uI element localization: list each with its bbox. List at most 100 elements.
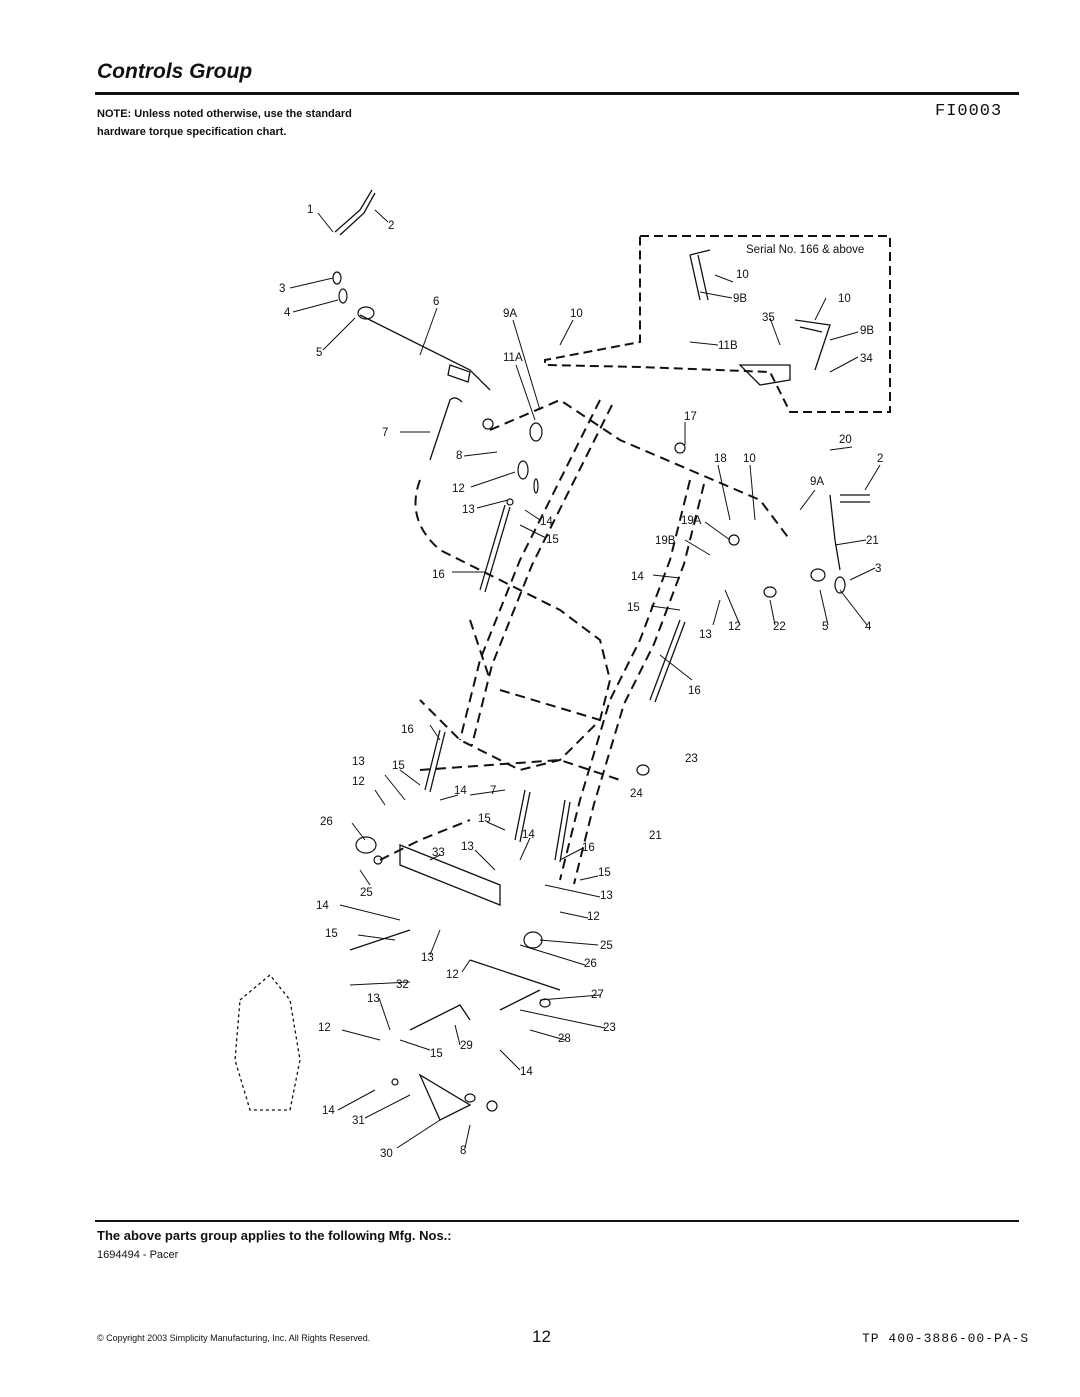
spring-27 <box>499 989 541 1011</box>
callout: 19A <box>681 515 702 527</box>
callout: 13 <box>461 841 474 853</box>
handle-frame-inner <box>489 398 791 541</box>
callout: 4 <box>865 621 872 633</box>
callout: 35 <box>762 312 775 324</box>
callout: 9B <box>860 325 874 337</box>
callout: 18 <box>714 453 727 465</box>
callout: 12 <box>318 1022 331 1034</box>
callout: 23 <box>603 1022 616 1034</box>
callout: 10 <box>570 308 583 320</box>
callout: 9A <box>503 308 517 320</box>
torque-note: NOTE: Unless noted otherwise, use the st… <box>97 108 352 138</box>
callout: 12 <box>446 969 459 981</box>
callout: 12 <box>587 911 600 923</box>
callout: 19B <box>655 535 676 547</box>
rod-7 <box>429 397 463 461</box>
callout: 14 <box>631 571 644 583</box>
shift-rod-plate <box>447 364 471 383</box>
callout: 26 <box>320 816 333 828</box>
applies-heading: The above parts group applies to the fol… <box>97 1228 452 1243</box>
callout: 15 <box>325 928 338 940</box>
callout: 33 <box>432 847 445 859</box>
lower-frame <box>379 758 621 861</box>
callout: 32 <box>396 979 409 991</box>
handle-frame <box>414 479 612 772</box>
page-title: Controls Group <box>97 60 253 83</box>
callout: 5 <box>822 621 828 633</box>
callout: 15 <box>478 813 491 825</box>
figure-id: FI0003 <box>935 102 1003 121</box>
bracket-33 <box>399 844 501 906</box>
page-number: 12 <box>532 1327 551 1346</box>
callout: 34 <box>860 353 873 365</box>
callout: 10 <box>736 269 749 281</box>
title-rule <box>95 92 1019 95</box>
callout: 9A <box>810 476 824 488</box>
callout: 10 <box>743 453 756 465</box>
handle-tube-right <box>559 479 691 881</box>
callout: 2 <box>388 220 394 232</box>
callout: 11B <box>718 340 738 352</box>
engine-outline <box>234 974 301 1111</box>
handle-29 <box>409 1004 471 1031</box>
callout: 15 <box>627 602 640 614</box>
rod-lower-link <box>469 959 561 991</box>
callout: 25 <box>360 887 373 899</box>
inset-outline <box>544 235 891 413</box>
callout-labels: 1 2 3 4 6 9A 10 5 11A 7 8 12 13 14 15 16… <box>279 204 883 1160</box>
callout: 6 <box>433 296 439 308</box>
callout: 5 <box>316 347 322 359</box>
callout: 7 <box>490 785 496 797</box>
callout: 13 <box>462 504 475 516</box>
callout: 16 <box>401 724 414 736</box>
callout: 30 <box>380 1148 393 1160</box>
callout: 13 <box>699 629 712 641</box>
footer-rule <box>95 1220 1019 1222</box>
callout: 12 <box>352 776 365 788</box>
callout: 26 <box>584 958 597 970</box>
callout: 4 <box>284 307 291 319</box>
callout: 14 <box>522 829 535 841</box>
rod-32 <box>349 929 411 951</box>
callout: 23 <box>685 753 698 765</box>
callout: 14 <box>316 900 329 912</box>
callout: 21 <box>866 535 879 547</box>
callout: 8 <box>460 1145 466 1157</box>
callout: 9B <box>733 293 747 305</box>
callout: 10 <box>838 293 851 305</box>
callout: 14 <box>520 1066 533 1078</box>
callout: 24 <box>630 788 643 800</box>
callout: 15 <box>430 1048 443 1060</box>
callout: 12 <box>728 621 741 633</box>
hardware <box>332 271 846 1112</box>
callout: 15 <box>392 760 405 772</box>
callout: 13 <box>421 952 434 964</box>
leader-lines <box>289 209 881 1149</box>
callout: 7 <box>382 427 388 439</box>
callout: 1 <box>307 204 313 216</box>
callout: 31 <box>352 1115 365 1127</box>
callout: 27 <box>591 989 604 1001</box>
callout: 12 <box>452 483 465 495</box>
callout: 22 <box>773 621 786 633</box>
callout: 8 <box>456 450 462 462</box>
rod-16-right <box>649 619 686 703</box>
callout: 25 <box>600 940 613 952</box>
mfg-numbers: 1694494 - Pacer <box>97 1249 179 1261</box>
rod-16-lower <box>424 729 446 793</box>
inset-label: Serial No. 166 & above <box>746 244 864 256</box>
callout: 28 <box>558 1033 571 1045</box>
callout: 11A <box>503 352 523 364</box>
triangle-31 <box>418 1073 472 1121</box>
rod-16 <box>479 504 511 593</box>
handle-tube-left <box>459 399 601 741</box>
handle-tube-left-b <box>471 404 613 746</box>
document-number: TP 400-3886-00-PA-S <box>862 1331 1030 1346</box>
callout: 16 <box>582 842 595 854</box>
handle-tube-right-b <box>573 483 705 885</box>
lever-inset-right <box>794 319 831 371</box>
callout: 20 <box>839 434 852 446</box>
callout: 14 <box>322 1105 335 1117</box>
callout: 16 <box>688 685 701 697</box>
